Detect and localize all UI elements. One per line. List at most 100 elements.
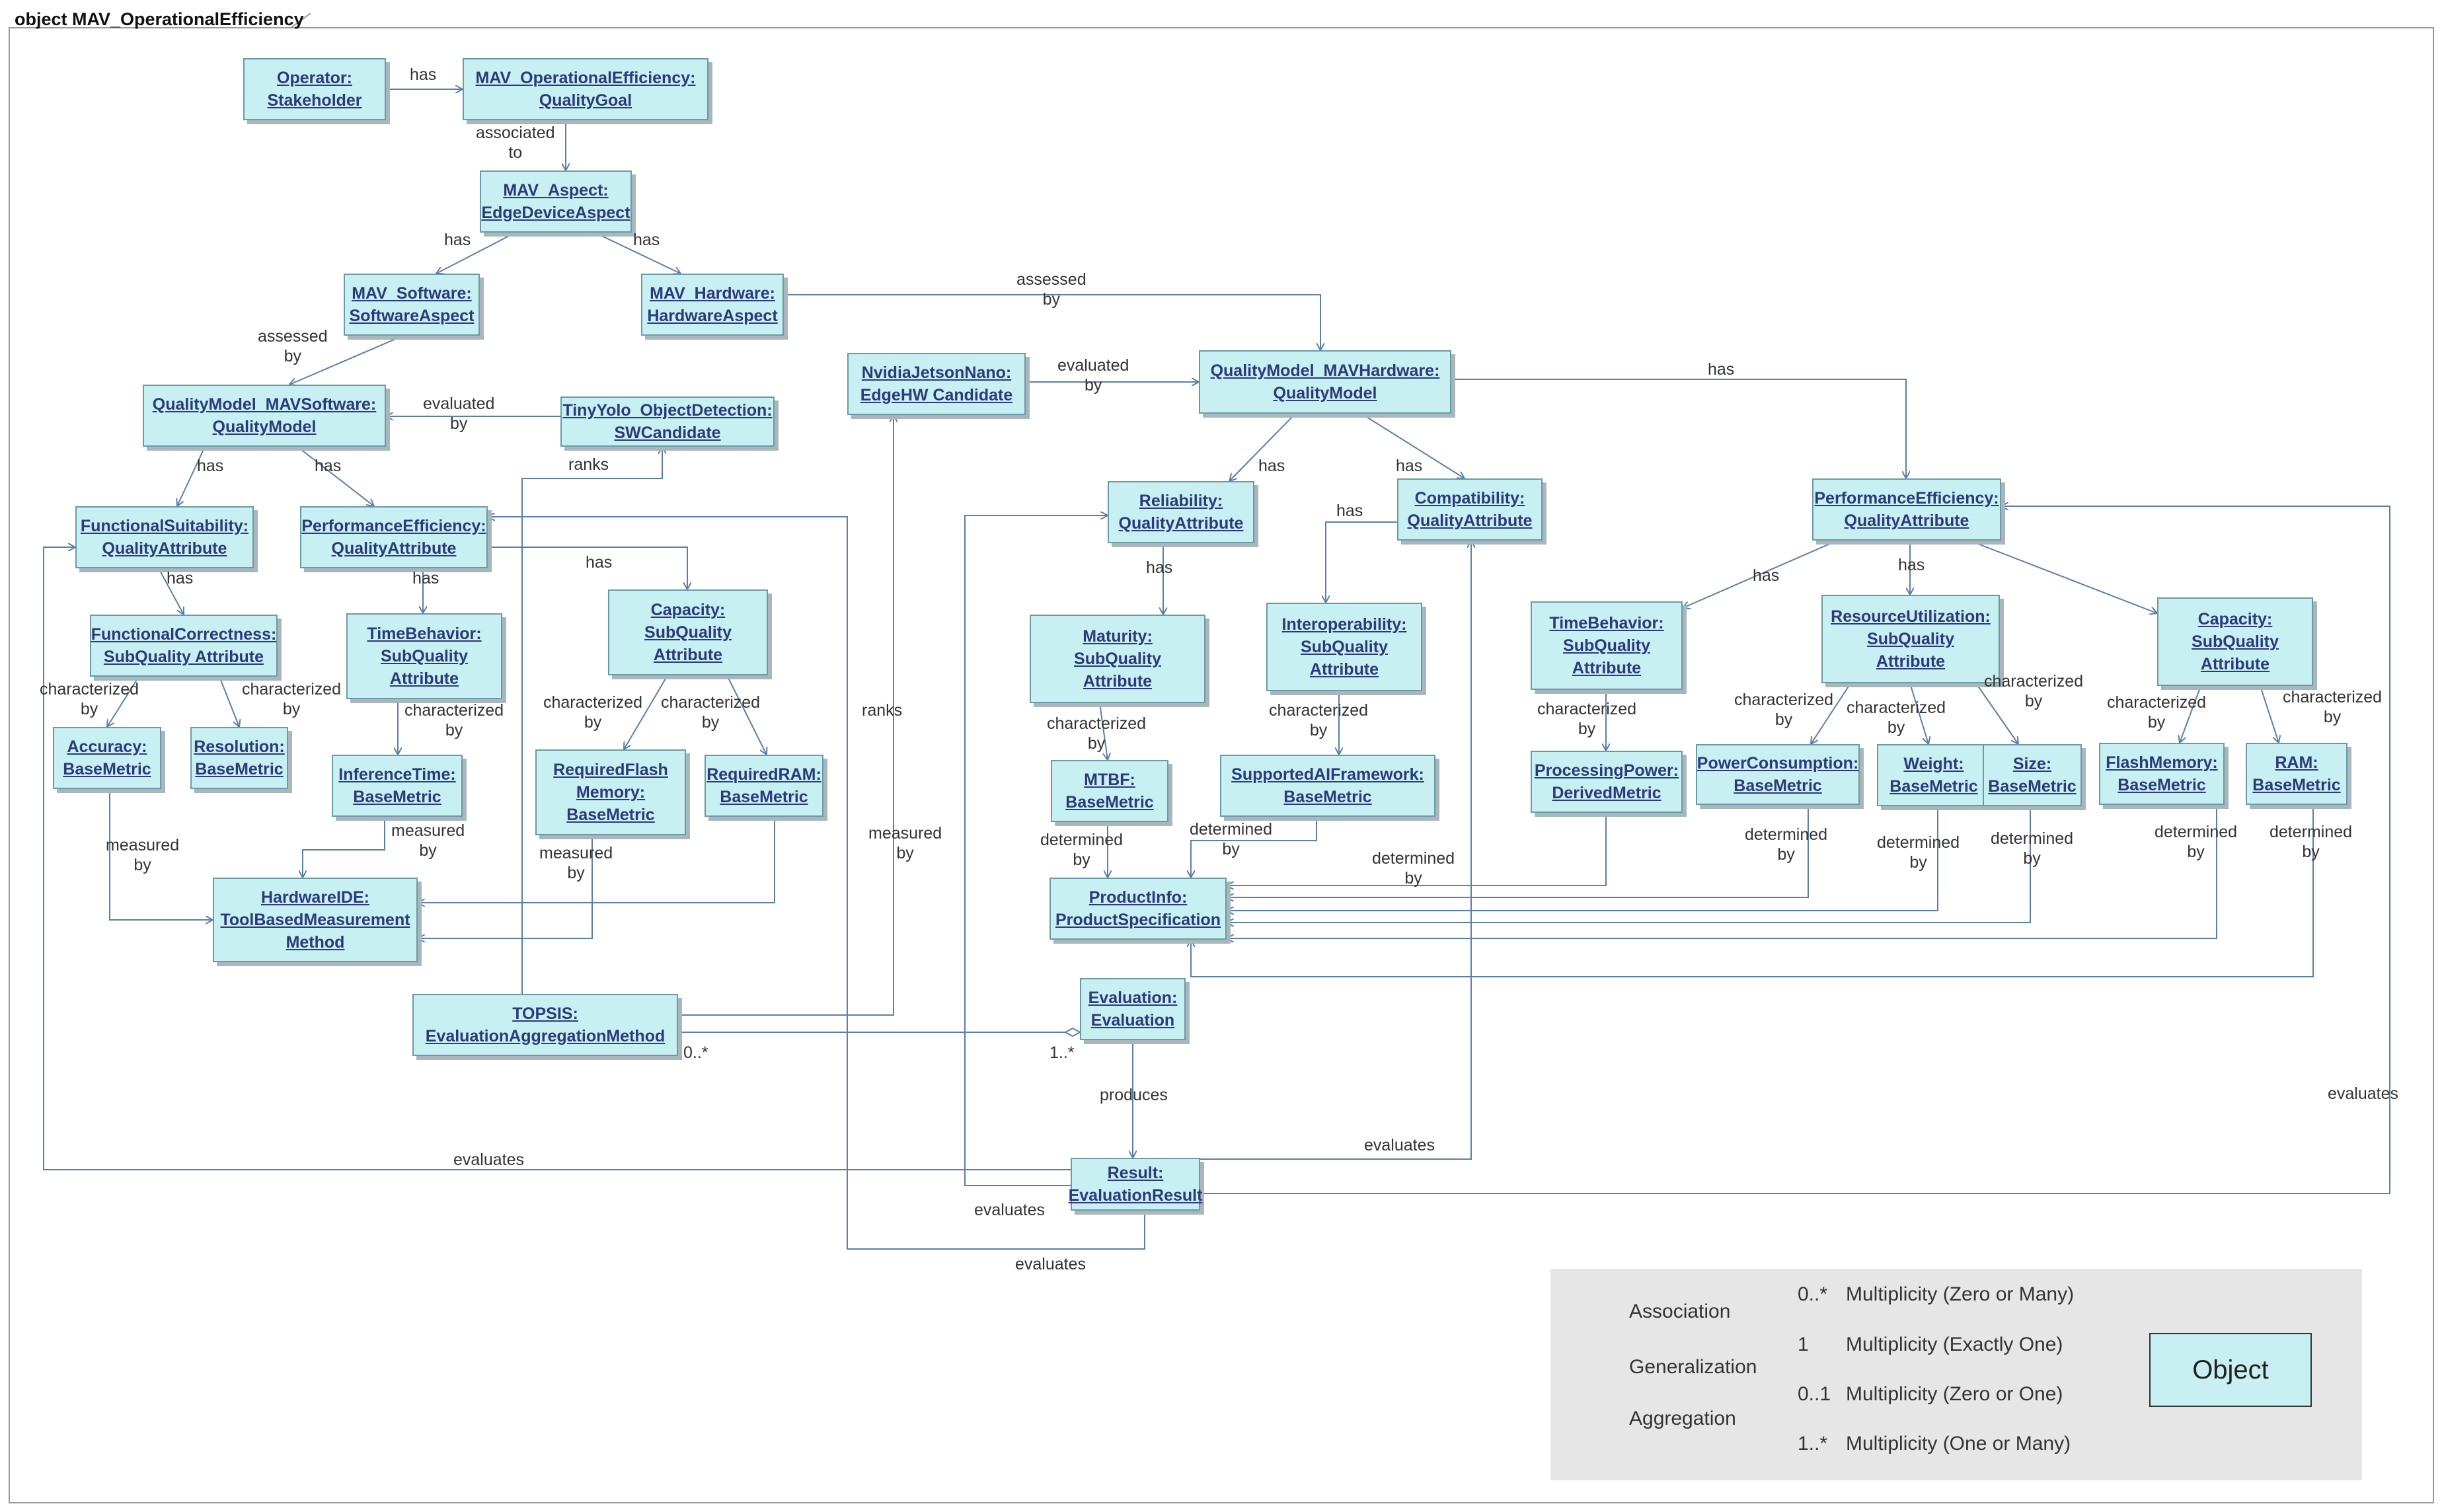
- object-qm-sw[interactable]: QualityModel_MAVSoftware:QualityModel: [143, 385, 386, 447]
- object-ram[interactable]: RAM:BaseMetric: [2246, 743, 2347, 805]
- object-topsis[interactable]: TOPSIS:EvaluationAggregationMethod: [412, 994, 678, 1056]
- object-powercons[interactable]: PowerConsumption:BaseMetric: [1696, 744, 1860, 805]
- object-supportedai[interactable]: SupportedAIFramework:BaseMetric: [1220, 755, 1435, 817]
- object-tinyyolo[interactable]: TinyYolo_ObjectDetection:SWCandidate: [560, 397, 775, 447]
- edge-resutil-weight: [1909, 683, 1928, 744]
- object-aspect[interactable]: MAV_Aspect:EdgeDeviceAspect: [480, 170, 632, 233]
- edge-label-line: measured: [106, 836, 180, 854]
- edge-label-l-ranks1: ranks: [568, 455, 609, 474]
- object-operator-line: Stakeholder: [267, 91, 362, 110]
- object-qm-hw[interactable]: QualityModel_MAVHardware:QualityModel: [1199, 350, 1451, 414]
- object-result[interactable]: Result:EvaluationResult: [1069, 1158, 1202, 1211]
- object-reqram[interactable]: RequiredRAM:BaseMetric: [705, 755, 823, 817]
- edge-label-line: characterized: [661, 693, 761, 712]
- object-size[interactable]: Size:BaseMetric: [1983, 744, 2082, 806]
- object-sw[interactable]: MAV_Software:SoftwareAspect: [344, 274, 480, 336]
- edge-label-line: by: [1042, 290, 1061, 309]
- edge-label-l-has9: has: [1258, 457, 1285, 475]
- legend-generalization-label: Generalization: [1629, 1356, 1757, 1378]
- object-timebeh-hw-line: TimeBehavior:: [1549, 614, 1664, 632]
- object-qgoal[interactable]: MAV_OperationalEfficiency:QualityGoal: [463, 58, 708, 120]
- object-perfeff-sw[interactable]: PerformanceEfficiency:QualityAttribute: [300, 506, 488, 568]
- edge-label-line: by: [701, 713, 720, 732]
- object-nvidia[interactable]: NvidiaJetsonNano:EdgeHW Candidate: [847, 353, 1026, 415]
- edge-label-l-has3: has: [633, 231, 660, 249]
- object-reliability[interactable]: Reliability:QualityAttribute: [1108, 481, 1254, 543]
- object-evaluation-line: Evaluation: [1090, 1011, 1175, 1030]
- object-supportedai-line: BaseMetric: [1283, 788, 1372, 806]
- edge-label-line: by: [2024, 692, 2043, 710]
- edge-label-line: characterized: [2283, 688, 2383, 706]
- object-mtbf[interactable]: MTBF:BaseMetric: [1051, 760, 1168, 822]
- object-productinfo[interactable]: ProductInfo:ProductSpecification: [1049, 878, 1227, 940]
- object-reqflash-line: RequiredFlash: [553, 761, 668, 779]
- object-accuracy[interactable]: Accuracy:BaseMetric: [53, 727, 161, 789]
- object-compat[interactable]: Compatibility:QualityAttribute: [1397, 478, 1543, 541]
- object-reliability-line: Reliability:: [1139, 492, 1223, 510]
- edge-resutil-powercons: [1811, 683, 1851, 744]
- edge-topsis-tinyyolo: [521, 447, 662, 994]
- object-tinyyolo-line: SWCandidate: [614, 424, 721, 442]
- edge-caphw-ram: [2260, 685, 2279, 743]
- object-funccorr[interactable]: FunctionalCorrectness:SubQuality Attribu…: [90, 615, 278, 677]
- edge-cap-reqflash: [624, 675, 668, 749]
- edge-supportedai-productinfo: [1191, 817, 1317, 878]
- edge-qmsw-funcsuit: [177, 446, 206, 506]
- edge-label-l-has11: has: [1146, 558, 1173, 577]
- object-resolution[interactable]: Resolution:BaseMetric: [190, 727, 288, 789]
- edge-label-line: characterized: [1984, 672, 2084, 691]
- edge-reqflash-ide: [418, 835, 593, 938]
- edge-label-line: measured: [391, 821, 465, 840]
- edge-label-l-has2: has: [444, 231, 471, 249]
- object-perfeff-hw[interactable]: PerformanceEfficiency:QualityAttribute: [1812, 478, 2001, 541]
- object-evaluation[interactable]: Evaluation:Evaluation: [1080, 978, 1186, 1040]
- object-operator-line: Operator:: [277, 69, 352, 87]
- legend-association-label: Association: [1629, 1301, 1731, 1322]
- edge-label-line: characterized: [404, 701, 504, 720]
- edge-label-line: determined: [1745, 825, 1828, 844]
- object-resutil-line: ResourceUtilization:: [1831, 607, 1991, 626]
- object-procpower[interactable]: ProcessingPower: DerivedMetric: [1531, 751, 1683, 813]
- object-inference-line: InferenceTime:: [338, 765, 456, 784]
- object-inference[interactable]: InferenceTime: BaseMetric: [332, 755, 463, 817]
- object-procpower-line: DerivedMetric: [1552, 784, 1661, 802]
- edge-label-line: by: [567, 864, 585, 882]
- object-operator[interactable]: Operator: Stakeholder: [243, 58, 386, 120]
- object-procpower-line: ProcessingPower:: [1534, 761, 1679, 780]
- object-reqflash-line: Memory:: [576, 783, 646, 802]
- object-weight[interactable]: Weight:BaseMetric: [1877, 744, 1991, 806]
- object-inference-line: BaseMetric: [353, 788, 441, 806]
- legend-mult-one-symbol: 1: [1798, 1334, 1809, 1355]
- edge-caphw-flashmem: [2180, 685, 2201, 743]
- object-mtbf-line: MTBF:: [1084, 771, 1135, 789]
- edge-label-line: evaluated: [1057, 356, 1129, 375]
- object-powercons-line: PowerConsumption:: [1697, 754, 1859, 773]
- edge-label-line: determined: [1372, 849, 1455, 868]
- object-hw-line: HardwareAspect: [647, 307, 778, 325]
- edge-size-productinfo: [1227, 806, 2031, 923]
- object-funcsuit[interactable]: FunctionalSuitability:QualityAttribute: [75, 506, 254, 568]
- edge-label-l-evals2: evaluates: [974, 1201, 1046, 1219]
- object-flashmem-line: FlashMemory:: [2106, 753, 2218, 772]
- object-hw[interactable]: MAV_Hardware:HardwareAspect: [641, 274, 784, 336]
- edge-funccorr-resolution: [219, 676, 239, 727]
- edge-label-line: by: [1909, 853, 1927, 872]
- object-flashmem[interactable]: FlashMemory:BaseMetric: [2099, 743, 2225, 805]
